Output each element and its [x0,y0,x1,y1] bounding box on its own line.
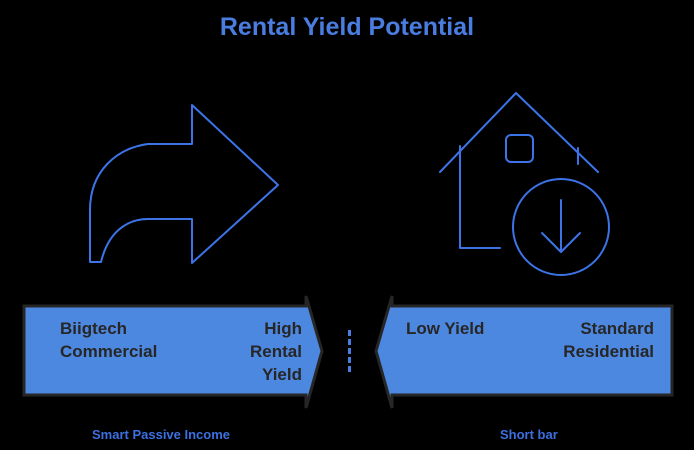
caption-left: Smart Passive Income [92,427,231,442]
down-arrow-icon [541,199,581,253]
page-title: Rental Yield Potential [219,13,475,41]
down-arrow-circle-icon [512,178,610,276]
band-right-secondary-label: Standard Residential [563,319,654,361]
band-left-secondary-label: High Rental Yield [250,319,302,384]
center-dashed-divider [348,330,351,372]
curved-forward-arrow-icon [89,104,279,264]
house-with-down-arrow-icon [439,92,610,276]
caption-right: Short bar [500,427,558,442]
band-right[interactable]: Low Yield Standard Residential [370,290,680,412]
house-window-icon [505,134,534,163]
band-right-primary-label: Low Yield [406,319,485,338]
band-left-shape [22,295,324,409]
band-left[interactable]: Biigtech Commercial High Rental Yield [18,290,328,412]
band-left-primary-label: Biigtech Commercial [60,319,158,361]
band-right-shape [374,295,674,409]
